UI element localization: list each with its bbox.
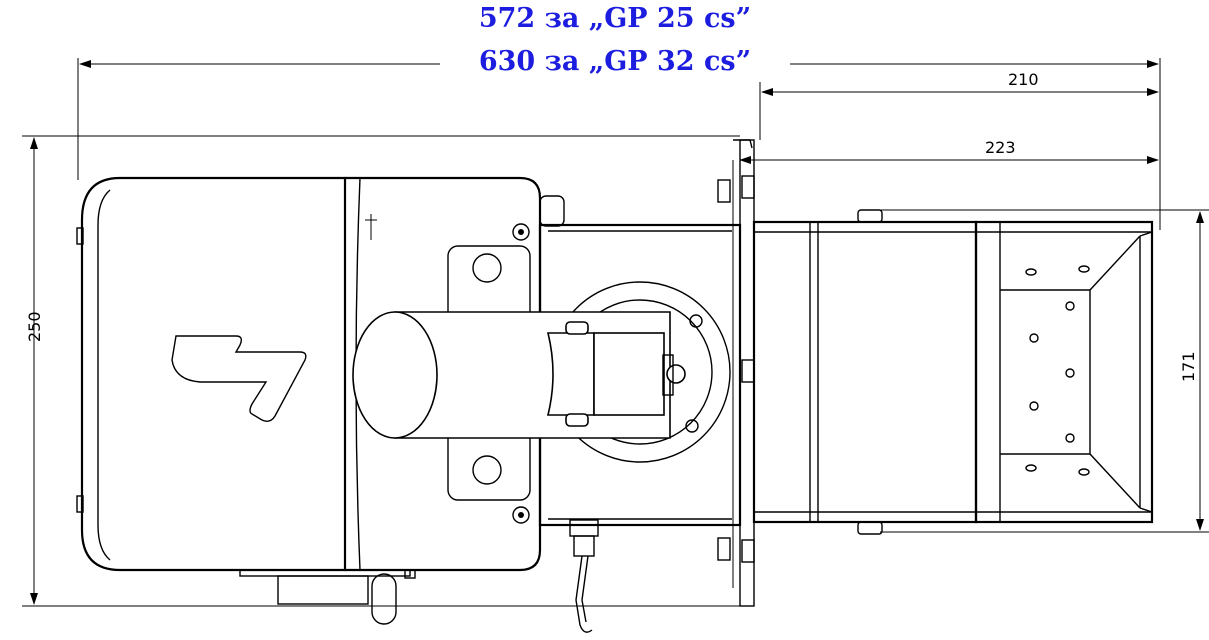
dimension-label-171: 171 bbox=[1179, 351, 1198, 382]
model-length-gp25: 572 за „GP 25 cs” bbox=[440, 4, 790, 34]
dimension-250: 250 bbox=[22, 135, 750, 607]
model-length-gp32: 630 за „GP 32 cs” bbox=[440, 47, 790, 77]
dimension-171: 171 bbox=[880, 209, 1209, 533]
dimension-label-250: 250 bbox=[25, 311, 44, 342]
burner-grate bbox=[974, 220, 1154, 524]
dimension-label-223: 223 bbox=[985, 138, 1016, 157]
dimension-label-210: 210 bbox=[1008, 70, 1039, 89]
boiler-flange bbox=[717, 139, 755, 607]
lightning-logo-icon bbox=[171, 335, 307, 423]
combustion-tube bbox=[752, 209, 978, 535]
bottom-bracket bbox=[239, 569, 416, 625]
feed-tube bbox=[352, 223, 742, 527]
dimension-210: 210 bbox=[759, 70, 1159, 140]
dimension-223: 223 bbox=[739, 138, 1159, 164]
cable-gland bbox=[569, 519, 599, 633]
